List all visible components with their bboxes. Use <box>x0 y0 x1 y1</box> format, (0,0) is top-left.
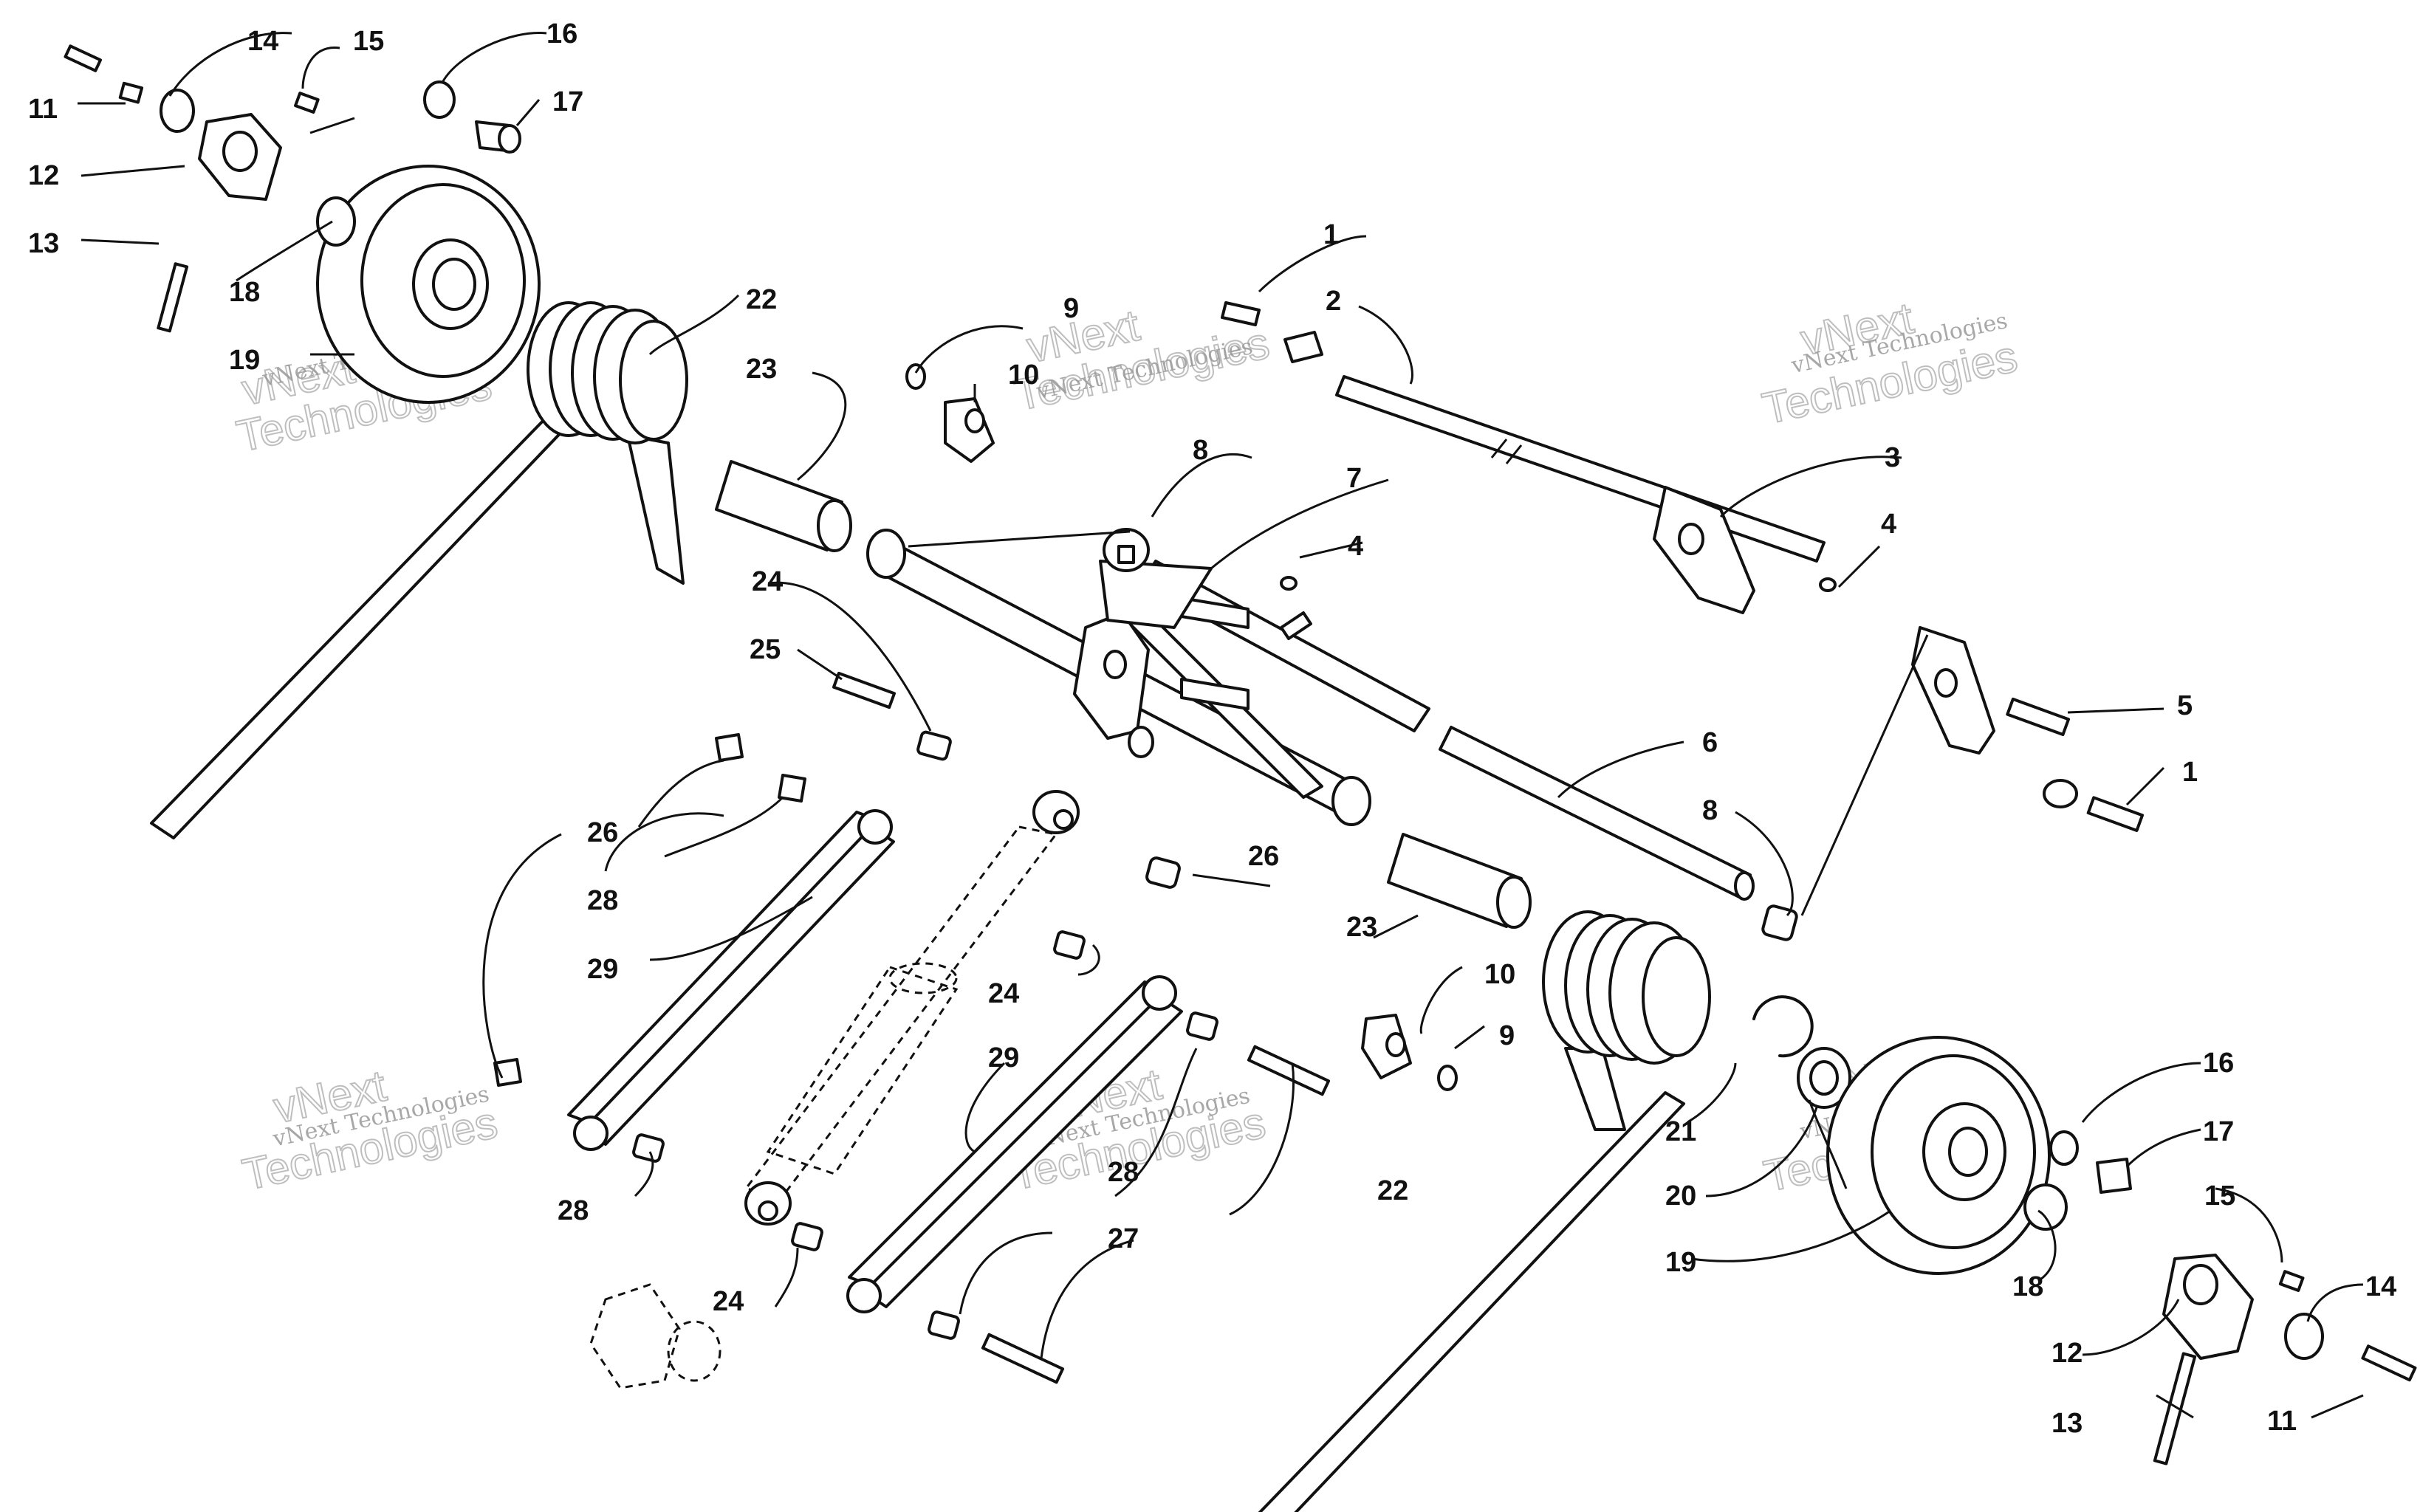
callout-16-left: 16 <box>546 18 577 49</box>
callout-24-top: 24 <box>752 566 783 597</box>
callout-5: 5 <box>2177 690 2193 721</box>
link-29-right <box>846 975 1183 1313</box>
callout-8-top: 8 <box>1193 435 1208 466</box>
pivot-block-10-bottom <box>1361 1014 1458 1091</box>
callout-13-left: 13 <box>28 228 59 259</box>
callout-labels: 1 1 2 3 4 4 5 6 7 8 8 9 9 10 10 11 11 12… <box>28 18 2396 1439</box>
callout-26-right: 26 <box>1248 841 1279 872</box>
bracket-5 <box>1911 626 2145 832</box>
callout-29-left: 29 <box>587 954 618 985</box>
hardware-small <box>493 671 1331 1384</box>
hub-parts-left <box>64 44 521 333</box>
callout-17-left: 17 <box>552 86 583 117</box>
callout-23-top: 23 <box>746 354 777 385</box>
callout-28-top: 28 <box>587 885 618 916</box>
callout-15-right: 15 <box>2204 1181 2235 1212</box>
callout-1-top: 1 <box>1323 219 1339 250</box>
callout-12-right: 12 <box>2051 1338 2083 1369</box>
callout-11-right: 11 <box>2267 1406 2297 1437</box>
callout-26-left: 26 <box>587 817 618 848</box>
rear-arm-assembly <box>866 528 1837 826</box>
pivot-block-10-top <box>905 363 995 463</box>
bracket-3 <box>1653 486 1755 614</box>
callout-9-top: 9 <box>1063 293 1079 324</box>
callout-18-right: 18 <box>2012 1271 2043 1302</box>
callout-27: 27 <box>1108 1223 1139 1254</box>
link-29-left <box>567 809 895 1151</box>
callout-1-bottom: 1 <box>2182 757 2198 788</box>
callout-22-top: 22 <box>746 284 777 315</box>
callout-18-left: 18 <box>229 277 260 308</box>
callout-3: 3 <box>1885 442 1900 473</box>
callout-4-left: 4 <box>1348 531 1363 562</box>
callout-21: 21 <box>1665 1116 1696 1147</box>
callout-12-left: 12 <box>28 160 59 191</box>
callout-29-right: 29 <box>988 1042 1019 1073</box>
callout-9-bottom: 9 <box>1499 1020 1515 1051</box>
leader-lines <box>78 32 2364 1419</box>
callout-14-left: 14 <box>247 26 278 57</box>
torsion-spring-right <box>1258 910 1711 1512</box>
callout-2: 2 <box>1326 286 1341 317</box>
callout-11-left: 11 <box>28 94 58 125</box>
watermark-bottom-left: vNext Technologies vNext Technologies <box>238 1060 503 1200</box>
callout-25: 25 <box>750 634 781 665</box>
callout-10-bottom: 10 <box>1484 959 1515 990</box>
callout-24-mid: 24 <box>988 978 1019 1009</box>
callout-28-right: 28 <box>1108 1157 1139 1188</box>
callout-7: 7 <box>1346 463 1362 494</box>
bushing-8-bottom <box>1761 904 1798 941</box>
callout-6: 6 <box>1702 727 1718 758</box>
shaft-2 <box>1221 301 1826 563</box>
roller-23-bottom <box>1387 833 1532 929</box>
shock-absorber <box>589 790 1080 1389</box>
watermark-top-center: vNext Technologies vNext Technologies <box>1010 300 1275 421</box>
callout-10-top: 10 <box>1008 360 1039 391</box>
callout-24-bottom: 24 <box>713 1286 744 1317</box>
callout-23-bottom: 23 <box>1346 912 1377 943</box>
idler-wheel-left <box>316 165 541 404</box>
callout-13-right: 13 <box>2051 1408 2083 1439</box>
watermark-top-right: vNext Technologies vNext Technologies <box>1758 292 2023 434</box>
callout-22-bottom: 22 <box>1377 1175 1408 1206</box>
callout-16-right: 16 <box>2203 1048 2234 1079</box>
callout-14-right: 14 <box>2365 1271 2396 1302</box>
callout-28-left: 28 <box>558 1195 589 1226</box>
callout-4-right: 4 <box>1881 509 1896 540</box>
callout-20: 20 <box>1665 1181 1696 1212</box>
torsion-spring-left <box>150 301 688 839</box>
shaft-6 <box>1439 726 1755 901</box>
callout-19-left: 19 <box>229 345 260 376</box>
roller-23-top <box>715 460 852 552</box>
callout-17-right: 17 <box>2203 1116 2234 1147</box>
callout-8-bottom: 8 <box>1702 795 1718 826</box>
callout-19-right: 19 <box>1665 1247 1696 1278</box>
callout-15-left: 15 <box>353 26 384 57</box>
